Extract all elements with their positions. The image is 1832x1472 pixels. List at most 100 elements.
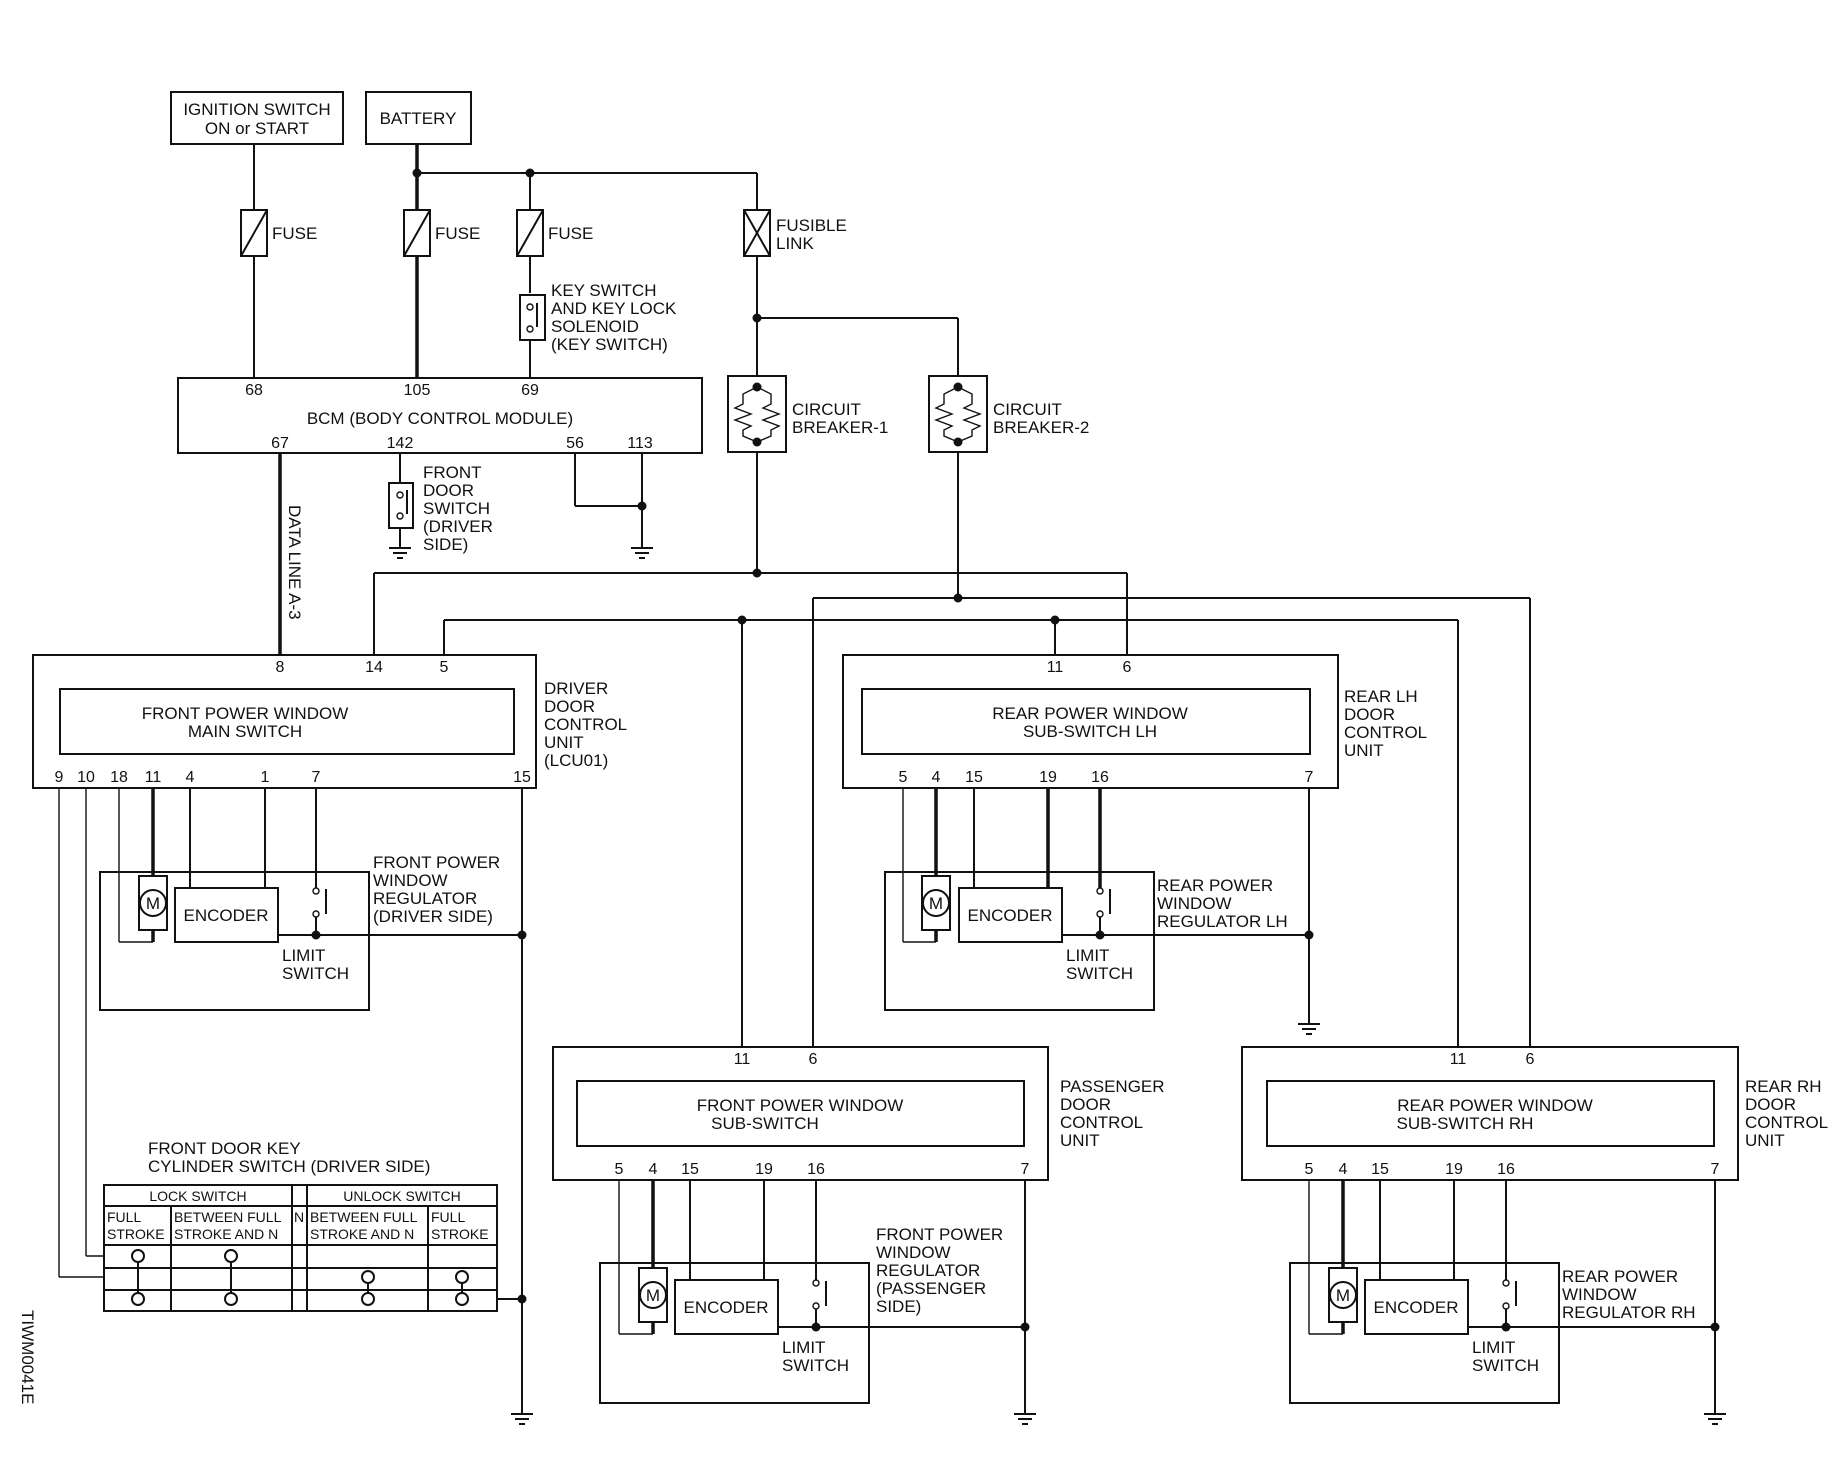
svg-text:REAR POWER WINDOW: REAR POWER WINDOW [1397,1096,1593,1115]
svg-text:SUB-SWITCH LH: SUB-SWITCH LH [1023,722,1157,741]
rear-rh-door-control-unit: REAR POWER WINDOW SUB-SWITCH RH 11 6 5 4… [1241,1046,1828,1181]
svg-text:4: 4 [1339,1161,1348,1178]
svg-text:UNIT: UNIT [1745,1131,1785,1150]
svg-text:BREAKER-1: BREAKER-1 [792,418,888,437]
svg-text:16: 16 [1091,769,1109,786]
motor-icon: M [638,1267,668,1323]
svg-text:SUB-SWITCH: SUB-SWITCH [711,1114,819,1133]
svg-text:CIRCUIT: CIRCUIT [792,400,861,419]
front-door-switch: FRONT DOOR SWITCH (DRIVER SIDE) [388,453,493,559]
svg-text:LIMIT: LIMIT [282,946,325,965]
svg-text:WINDOW: WINDOW [373,871,448,890]
svg-text:FRONT POWER WINDOW: FRONT POWER WINDOW [142,704,349,723]
contact-lock-full [131,1249,145,1306]
distribution-buses [373,568,1531,1047]
svg-text:M: M [146,894,160,913]
svg-text:8: 8 [276,659,285,676]
svg-text:113: 113 [627,435,653,452]
contact-unlock-full [455,1270,469,1306]
svg-text:STROKE AND N: STROKE AND N [174,1226,278,1242]
key-switch: KEY SWITCH AND KEY LOCK SOLENOID (KEY SW… [519,281,677,354]
svg-text:LIMIT: LIMIT [1066,946,1109,965]
svg-text:UNIT: UNIT [1344,741,1384,760]
svg-text:14: 14 [365,659,383,676]
svg-text:DOOR: DOOR [1344,705,1395,724]
svg-text:CIRCUIT: CIRCUIT [993,400,1062,419]
circuit-breaker-2: CIRCUIT BREAKER-2 [928,375,1089,598]
svg-text:REGULATOR: REGULATOR [876,1261,980,1280]
svg-text:FRONT POWER: FRONT POWER [876,1225,1003,1244]
svg-text:CONTROL: CONTROL [544,715,627,734]
svg-text:LOCK SWITCH: LOCK SWITCH [149,1188,246,1204]
svg-text:19: 19 [1039,769,1057,786]
motor-icon: M [138,875,168,931]
svg-text:5: 5 [899,769,908,786]
svg-text:BCM (BODY CONTROL MODULE): BCM (BODY CONTROL MODULE) [307,409,573,428]
svg-text:STROKE: STROKE [431,1226,489,1242]
svg-text:SWITCH: SWITCH [782,1356,849,1375]
svg-text:15: 15 [965,769,983,786]
svg-text:MAIN SWITCH: MAIN SWITCH [188,722,302,741]
svg-text:SWITCH: SWITCH [282,964,349,983]
svg-text:CONTROL: CONTROL [1060,1113,1143,1132]
passenger-ground [1014,1180,1036,1425]
svg-text:6: 6 [1526,1051,1535,1068]
svg-text:WINDOW: WINDOW [1157,894,1232,913]
passenger-window-regulator: M ENCODER LIMIT SWITCH FRONT POWER WINDO… [599,1180,1030,1404]
svg-text:FRONT: FRONT [423,463,482,482]
figure-id: TIWM0041E [18,1310,37,1404]
svg-text:4: 4 [932,769,941,786]
key-cylinder-switch: FRONT DOOR KEY CYLINDER SWITCH (DRIVER S… [103,1139,498,1312]
svg-text:SWITCH: SWITCH [1066,964,1133,983]
bcm-ground-wiring [574,453,653,559]
svg-text:REAR LH: REAR LH [1344,687,1418,706]
circuit-breaker-1: CIRCUIT BREAKER-1 [727,375,888,573]
svg-text:(DRIVER: (DRIVER [423,517,493,536]
svg-text:11: 11 [1450,1051,1467,1068]
key-cylinder-wiring [58,788,527,1304]
svg-text:(KEY SWITCH): (KEY SWITCH) [551,335,668,354]
svg-text:LIMIT: LIMIT [782,1338,825,1357]
svg-text:FULL: FULL [431,1209,465,1225]
svg-text:68: 68 [245,382,263,399]
svg-text:ENCODER: ENCODER [967,906,1052,925]
rear-rh-ground [1704,1180,1726,1425]
ignition-switch-box: IGNITION SWITCH ON or START [170,91,344,145]
svg-text:DRIVER: DRIVER [544,679,608,698]
svg-text:SUB-SWITCH RH: SUB-SWITCH RH [1397,1114,1534,1133]
svg-text:15: 15 [1371,1161,1389,1178]
svg-text:15: 15 [681,1161,699,1178]
svg-text:11: 11 [734,1051,751,1068]
svg-text:7: 7 [1711,1161,1720,1178]
svg-text:REAR POWER: REAR POWER [1562,1267,1678,1286]
svg-text:1: 1 [261,769,270,786]
fuse-battery: FUSE [403,209,480,257]
svg-text:ENCODER: ENCODER [683,1298,768,1317]
svg-text:16: 16 [1497,1161,1515,1178]
svg-text:56: 56 [566,435,584,452]
svg-text:IGNITION SWITCH: IGNITION SWITCH [183,100,330,119]
svg-text:BETWEEN FULL: BETWEEN FULL [310,1209,418,1225]
svg-text:ON or START: ON or START [205,119,309,138]
battery-box: BATTERY [365,91,472,145]
svg-text:UNIT: UNIT [1060,1131,1100,1150]
svg-text:FRONT DOOR KEY: FRONT DOOR KEY [148,1139,301,1158]
svg-text:5: 5 [615,1161,624,1178]
svg-text:REGULATOR: REGULATOR [373,889,477,908]
svg-text:N: N [294,1209,304,1225]
svg-text:9: 9 [55,769,64,786]
svg-text:REAR POWER: REAR POWER [1157,876,1273,895]
rear-lh-ground [1298,788,1320,1035]
svg-text:142: 142 [387,435,414,452]
svg-text:FRONT POWER: FRONT POWER [373,853,500,872]
svg-text:SWITCH: SWITCH [1472,1356,1539,1375]
bcm-module: BCM (BODY CONTROL MODULE) 68 105 69 67 1… [177,377,703,454]
svg-text:LIMIT: LIMIT [1472,1338,1515,1357]
svg-text:CONTROL: CONTROL [1745,1113,1828,1132]
svg-text:REAR RH: REAR RH [1745,1077,1822,1096]
fusible-link: FUSIBLE LINK [743,209,847,257]
svg-text:AND KEY LOCK: AND KEY LOCK [551,299,677,318]
svg-text:6: 6 [809,1051,818,1068]
svg-text:DATA LINE A-3: DATA LINE A-3 [285,505,304,620]
svg-text:DOOR: DOOR [423,481,474,500]
